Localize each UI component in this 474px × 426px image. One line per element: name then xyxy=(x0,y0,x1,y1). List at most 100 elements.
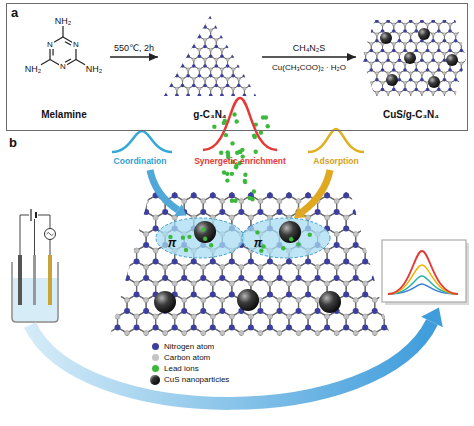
lattice-bond xyxy=(365,212,375,218)
lattice-bond xyxy=(227,99,228,106)
lattice-bond xyxy=(256,47,262,50)
nitrogen-atom xyxy=(375,78,379,82)
lattice-bond xyxy=(143,66,149,69)
carbon-atom xyxy=(170,97,173,100)
lattice-bond xyxy=(239,27,245,30)
lattice-bond xyxy=(177,47,183,50)
lattice-bond xyxy=(177,8,183,11)
carbon-atom xyxy=(164,87,167,90)
carbon-atom xyxy=(204,97,207,100)
nitrogen-atom xyxy=(341,58,345,62)
lattice-bond xyxy=(205,99,206,106)
lattice-bond xyxy=(250,40,251,47)
lattice-bond xyxy=(250,79,251,86)
lattice-bond xyxy=(348,64,349,71)
lattice-bond xyxy=(171,60,172,67)
lattice-bond xyxy=(354,93,355,100)
lattice-bond xyxy=(222,37,228,40)
carbon-atom xyxy=(265,9,268,12)
lattice-bond xyxy=(233,17,239,20)
lattice-bond xyxy=(160,37,166,40)
carbon-atom xyxy=(420,72,423,75)
carbon-atom xyxy=(460,101,463,104)
nitrogen-atom xyxy=(414,88,418,92)
lattice-bond xyxy=(455,15,456,22)
lattice-bond xyxy=(154,66,160,69)
carbon-atom xyxy=(215,77,218,80)
lattice-bond xyxy=(383,12,389,15)
nitrogen-atom xyxy=(192,45,196,49)
lattice-bond xyxy=(239,37,245,40)
lattice-bond xyxy=(228,17,234,20)
lattice-bond xyxy=(366,12,372,15)
lattice-bond xyxy=(349,51,355,54)
lattice-bond xyxy=(177,27,183,30)
nitrogen-atom xyxy=(414,68,418,72)
lattice-bond xyxy=(148,60,149,67)
carbon-atom xyxy=(387,91,390,94)
lattice-bond xyxy=(166,17,172,20)
lattice-bond xyxy=(228,8,234,11)
lattice-bond xyxy=(199,105,205,108)
lattice-bond xyxy=(127,196,137,202)
nitrogen-atom xyxy=(147,25,151,29)
carbon-atom xyxy=(398,72,401,75)
carbon-atom xyxy=(215,58,218,61)
lattice-bond xyxy=(349,60,355,63)
lattice-bond xyxy=(450,12,456,15)
nitrogen-atom xyxy=(203,84,207,88)
lattice-bond xyxy=(261,95,267,98)
lattice-bond xyxy=(160,105,166,108)
lattice-bond xyxy=(216,21,217,28)
lattice-bond xyxy=(377,99,383,102)
carbon-atom xyxy=(454,33,457,36)
carbon-atom xyxy=(204,19,207,22)
lattice-bond xyxy=(126,201,127,212)
nitrogen-atom xyxy=(403,10,407,14)
carbon-atom xyxy=(181,97,184,100)
lattice-bond xyxy=(375,212,385,218)
nitrogen-atom xyxy=(471,49,474,53)
carbon-atom xyxy=(209,48,212,51)
carbon-atom xyxy=(226,19,229,22)
lattice-bond xyxy=(375,179,385,185)
lattice-bond xyxy=(143,17,149,20)
lattice-bond xyxy=(399,99,405,102)
carbon-atom xyxy=(226,77,229,80)
cus-g-c3n4-lattice xyxy=(341,10,474,104)
lattice-bond xyxy=(255,30,256,37)
lattice-bond xyxy=(343,34,344,41)
lattice-bond xyxy=(255,69,256,76)
nitrogen-atom xyxy=(420,58,424,62)
lattice-bond xyxy=(149,86,155,89)
nitrogen-atom xyxy=(420,78,424,82)
lattice-bond xyxy=(227,21,228,28)
nitrogen-atom xyxy=(192,25,196,29)
lattice-bond xyxy=(166,37,172,40)
lattice-bond xyxy=(383,99,389,102)
nitrogen-atom xyxy=(147,64,151,68)
nitrogen-atom xyxy=(209,15,213,19)
nitrogen-atom xyxy=(341,19,345,23)
lattice-bond xyxy=(89,196,99,202)
nitrogen-atom xyxy=(409,39,413,43)
lattice-bond xyxy=(183,17,189,20)
nitrogen-atom xyxy=(254,74,258,78)
nitrogen-atom xyxy=(214,84,218,88)
nitrogen-atom xyxy=(186,35,190,39)
carbon-atom xyxy=(170,77,173,80)
lattice-bond xyxy=(354,70,360,73)
lattice-bond xyxy=(473,90,474,93)
carbon-atom xyxy=(454,13,457,16)
lattice-bond xyxy=(354,73,355,80)
lattice-bond xyxy=(360,41,366,44)
lattice-bond xyxy=(384,196,394,202)
nitrogen-atom xyxy=(409,19,413,23)
carbon-atom xyxy=(187,87,190,90)
carbon-atom xyxy=(243,87,246,90)
carbon-atom xyxy=(158,58,161,61)
carbon-atom xyxy=(342,13,345,16)
lattice-bond xyxy=(244,50,245,57)
nitrogen-atom xyxy=(448,49,452,53)
lattice-bond xyxy=(188,27,194,30)
